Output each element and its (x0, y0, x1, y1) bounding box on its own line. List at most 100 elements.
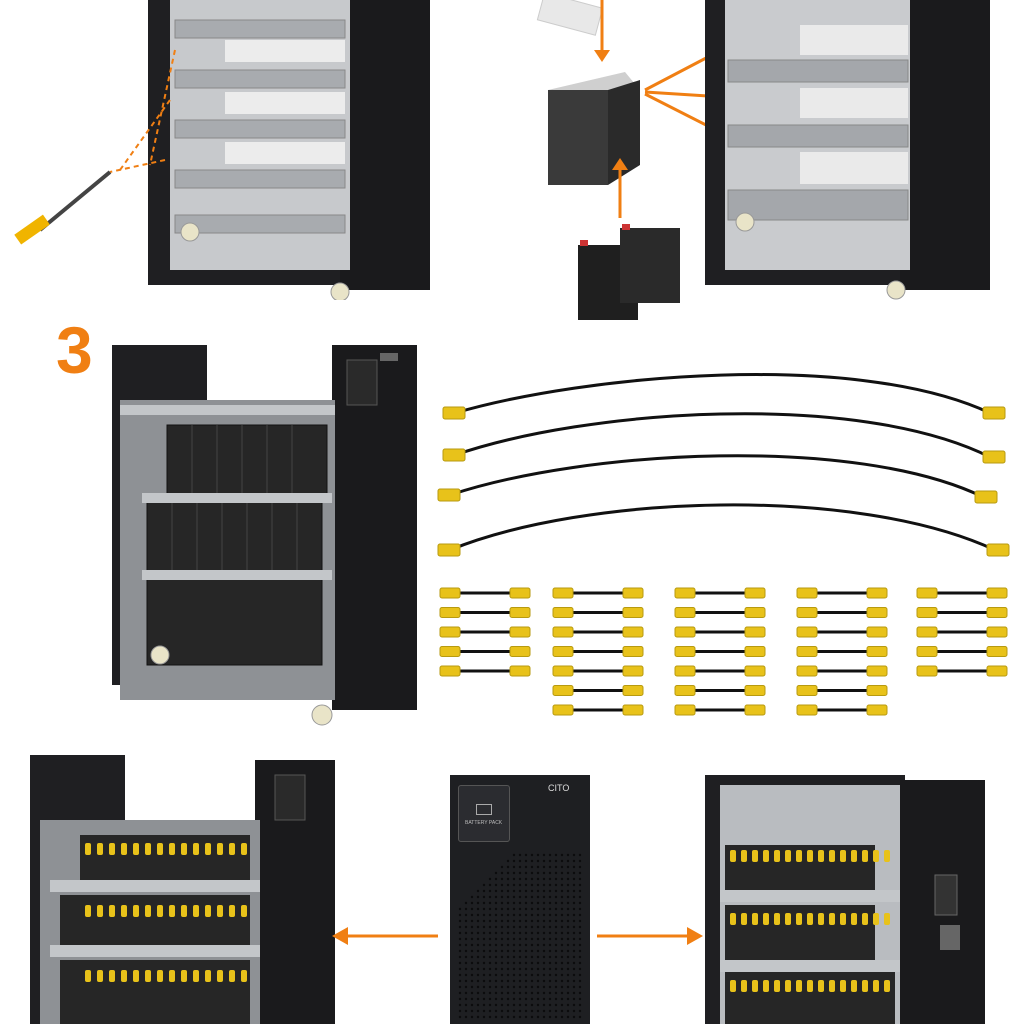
battery-terminal-jumper (862, 850, 868, 862)
battery-terminal-jumper (217, 843, 223, 855)
battery-terminal-jumper (145, 905, 151, 917)
battery-terminal-jumper (807, 980, 813, 992)
battery-terminal-jumper (829, 850, 835, 862)
short-jumper-cable (796, 704, 888, 716)
battery-terminal-jumper (807, 850, 813, 862)
short-jumper-cable (674, 607, 766, 618)
battery-terminal-jumper (873, 850, 879, 862)
filled-cabinet-illustration (112, 345, 417, 726)
short-jumper-cable (916, 607, 1008, 618)
vent-pattern (458, 853, 582, 1019)
closed-battery-cabinet: BATTERY PACK CITO (450, 775, 590, 1024)
short-jumper-cable (439, 646, 531, 657)
battery-terminal-jumper (851, 980, 857, 992)
battery-terminal-jumper (873, 913, 879, 925)
battery-terminal-jumper (157, 843, 163, 855)
battery-assembly-illustration (536, 0, 680, 320)
battery-terminal-jumper (217, 970, 223, 982)
short-jumper-cable (552, 704, 644, 716)
short-jumper-cable (552, 587, 644, 599)
short-jumper-cables (435, 580, 1015, 730)
short-jumper-cable (916, 587, 1008, 599)
battery-terminal-jumper (807, 913, 813, 925)
battery-terminal-jumper (193, 905, 199, 917)
battery-terminal-jumper (97, 970, 103, 982)
short-jumper-cable (674, 704, 766, 716)
front-display-label: BATTERY PACK (465, 820, 503, 826)
cabinet-front-panel: BATTERY PACK CITO (450, 775, 590, 1024)
battery-terminal-jumper (85, 905, 91, 917)
battery-terminal-jumper (169, 843, 175, 855)
battery-terminal-jumper (85, 843, 91, 855)
battery-terminal-jumper (181, 970, 187, 982)
short-jumper-cable (796, 665, 888, 677)
battery-terminal-jumper (157, 905, 163, 917)
battery-terminal-jumper (774, 980, 780, 992)
battery-terminal-jumper (217, 905, 223, 917)
battery-terminal-jumper (121, 905, 127, 917)
battery-terminal-jumper (840, 980, 846, 992)
battery-terminal-jumper (205, 970, 211, 982)
short-jumper-cable (796, 646, 888, 657)
filled-cabinet-step-3 (112, 345, 422, 735)
bottom-left-cabinet-illustration (30, 755, 335, 1024)
arrow-right (597, 927, 703, 945)
short-jumper-cable (674, 665, 766, 677)
battery-terminal-jumper (145, 970, 151, 982)
short-jumper-cable (552, 685, 644, 696)
battery-terminal-jumper (851, 913, 857, 925)
battery-terminal-jumper (862, 913, 868, 925)
battery-terminal-jumper (181, 905, 187, 917)
battery-terminal-jumper (774, 913, 780, 925)
battery-terminal-jumper (121, 970, 127, 982)
short-jumper-cable (916, 646, 1008, 657)
short-jumper-cable (552, 665, 644, 677)
short-jumper-cable (439, 607, 531, 618)
battery-terminal-jumper (884, 980, 890, 992)
shelves-cabinet-illustration (705, 0, 990, 300)
battery-terminal-jumper (785, 913, 791, 925)
battery-assembly-diagram (530, 0, 710, 330)
cabinet-with-jumpers-right (705, 775, 990, 1024)
battery-terminal-jumper (752, 980, 758, 992)
short-jumper-cable (439, 665, 531, 677)
battery-terminal-jumper (97, 905, 103, 917)
battery-terminal-jumper (752, 850, 758, 862)
battery-terminal-jumper (145, 843, 151, 855)
short-jumper-cable (439, 587, 531, 599)
battery-terminal-jumper (741, 913, 747, 925)
battery-terminal-jumper (785, 980, 791, 992)
battery-terminal-jumper (193, 970, 199, 982)
battery-terminal-jumper (109, 843, 115, 855)
battery-terminal-jumper (884, 850, 890, 862)
empty-cabinet-with-screwdriver (0, 0, 440, 302)
battery-terminal-jumper (774, 850, 780, 862)
short-jumper-cable (439, 626, 531, 638)
battery-terminal-jumper (169, 970, 175, 982)
short-jumper-cable (674, 646, 766, 657)
battery-terminal-jumper (241, 843, 247, 855)
battery-terminal-jumper (109, 905, 115, 917)
long-cables (435, 355, 1015, 565)
battery-terminal-jumper (741, 980, 747, 992)
short-cables-illustration (439, 587, 1008, 716)
cabinet-with-jumpers-left (30, 755, 335, 1024)
battery-terminal-jumper (752, 913, 758, 925)
battery-terminal-jumper (133, 843, 139, 855)
battery-terminal-jumper (796, 913, 802, 925)
battery-icon (476, 804, 492, 815)
front-display-window: BATTERY PACK (458, 785, 510, 842)
battery-terminal-jumper (785, 850, 791, 862)
battery-terminal-jumper (829, 980, 835, 992)
battery-terminal-jumper (97, 843, 103, 855)
short-jumper-cable (552, 626, 644, 638)
short-jumper-cable (796, 607, 888, 618)
battery-terminal-jumper (241, 970, 247, 982)
bottom-right-cabinet-illustration (705, 775, 985, 1024)
battery-terminal-jumper (157, 970, 163, 982)
battery-terminal-jumper (730, 850, 736, 862)
battery-terminal-jumper (133, 970, 139, 982)
short-jumper-cable (552, 607, 644, 618)
short-jumper-cable (796, 685, 888, 696)
cabinet-with-shelves (700, 0, 1000, 300)
